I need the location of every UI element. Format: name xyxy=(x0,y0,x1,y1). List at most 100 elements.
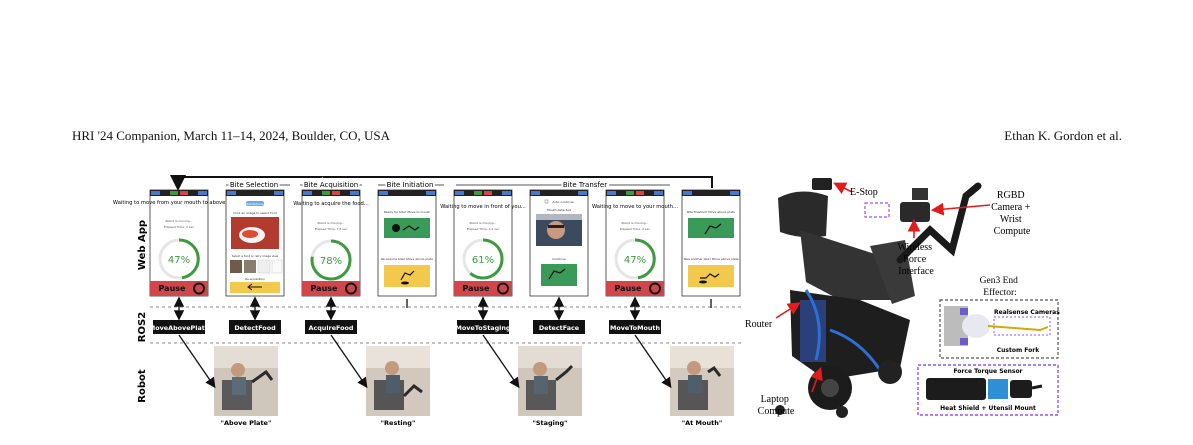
svg-text:Waiting to move from your mout: Waiting to move from your mouth to above… xyxy=(113,200,245,206)
pause-button[interactable] xyxy=(606,281,664,296)
select-prompt: Click an image to select food xyxy=(233,211,277,215)
status-message: Waiting to acquire the food... xyxy=(293,201,369,207)
pause-button[interactable] xyxy=(302,281,360,296)
ready-button-label: Ready/Done xyxy=(247,202,264,206)
status-sub1: Robot is moving... xyxy=(317,221,344,225)
camera-label-line3: Wrist xyxy=(1000,214,1022,225)
continue-label: Continue xyxy=(552,257,566,261)
plate-icon xyxy=(699,280,707,284)
ros-node-label: MoveAbovePlate xyxy=(149,324,210,332)
ros-node-box xyxy=(305,320,357,334)
row-label-ros: ROS2 xyxy=(137,312,148,342)
continue-button[interactable] xyxy=(541,264,577,286)
pause-label: Pause xyxy=(615,284,643,293)
laptop-label: Laptop Compute xyxy=(758,394,795,417)
ros-node-box xyxy=(457,320,509,334)
fork-icon xyxy=(247,283,262,291)
robot-label-1: "Above Plate" xyxy=(221,419,272,427)
gen3-label: Gen3 End Effector: xyxy=(980,276,1021,298)
pause-button[interactable] xyxy=(454,281,512,296)
status-sub1: Robot is moving... xyxy=(469,221,496,225)
status-message: Waiting to move to your mouth... xyxy=(592,204,678,210)
screen-2: Ready/Done Click an image to select food… xyxy=(225,189,285,297)
router-label: Router xyxy=(745,319,773,330)
progress-percent: 47% xyxy=(168,255,190,266)
phase-label-initiation: Bite Initiation xyxy=(387,181,434,189)
ros-node-label: AcquireFood xyxy=(309,324,354,332)
ftsensor-label: Force Torque Sensor xyxy=(953,368,1022,375)
status-sub2: Elapsed Time: 2 sec xyxy=(620,227,650,231)
phase-label-selection: Bite Selection xyxy=(230,181,278,189)
running-header-right: Ethan K. Gordon et al. xyxy=(1004,128,1122,143)
pause-icon xyxy=(345,282,357,295)
estop-arrow xyxy=(833,182,853,195)
ros-node-label: DetectFood xyxy=(234,324,276,332)
status-sub2: Elapsed Time: 7.8 sec xyxy=(315,227,348,231)
screen-8: Bite finished? Move above plate Take ano… xyxy=(681,189,741,297)
wireless-highlight-box xyxy=(864,202,890,218)
fork-label: Custom Fork xyxy=(997,347,1041,354)
another-bite-question: Take another bite? Move above plate xyxy=(682,257,738,261)
auto-continue-label: Auto-continue xyxy=(552,200,573,204)
loop-arrow xyxy=(170,175,713,191)
pause-label: Pause xyxy=(311,284,339,293)
camera-label-line1: RGBD xyxy=(997,190,1025,201)
flow-connectors xyxy=(173,296,712,389)
status-message: Waiting to move in front of you... xyxy=(440,204,526,210)
plate-icon xyxy=(401,281,409,285)
camera-label-line4: Compute xyxy=(994,226,1031,237)
screen-5: Waiting to move in front of you... Robot… xyxy=(440,189,526,297)
face-detect-label: Mouth detected xyxy=(547,208,571,212)
screen-4: Ready for bite? Move to mouth Re-acquire… xyxy=(377,189,437,297)
robot-photo-4 xyxy=(670,346,734,416)
progress-percent: 78% xyxy=(320,256,342,267)
row-label-robot: Robot xyxy=(137,369,148,403)
robot-photo-2 xyxy=(366,346,430,416)
running-header-left: HRI '24 Companion, March 11–14, 2024, Bo… xyxy=(72,128,391,143)
force-torque-inset: Force Torque Sensor Heat Shield + Utensi… xyxy=(917,364,1059,416)
robot-arm-icon xyxy=(400,270,415,281)
food-thumb[interactable] xyxy=(230,260,242,273)
router-arrow xyxy=(775,302,801,319)
robot-arm-icon xyxy=(704,223,722,235)
robot-label-4: "At Mouth" xyxy=(682,419,722,427)
robot-label-2: "Resting" xyxy=(381,419,416,427)
pause-button[interactable] xyxy=(150,281,208,296)
status-sub2: Elapsed Time: 2 sec xyxy=(164,225,194,229)
auto-continue-checkbox[interactable] xyxy=(544,199,549,204)
status-sub2: Elapsed Time: 4.2 sec xyxy=(467,227,500,231)
camera-label-line2: Camera + xyxy=(991,202,1031,213)
estop-label: E-Stop xyxy=(850,187,878,198)
heatshield-label: Heat Shield + Utensil Mount xyxy=(940,405,1036,412)
status-message: Waiting to move from your mouth to above… xyxy=(113,200,245,206)
ready-question: Ready for bite? Move to mouth xyxy=(384,210,430,214)
pause-icon xyxy=(497,282,509,295)
pause-label: Pause xyxy=(463,284,491,293)
camera-arrow xyxy=(930,202,991,216)
robot-arm-icon xyxy=(700,273,720,279)
progress-percent: 61% xyxy=(472,255,494,266)
ready-button[interactable] xyxy=(246,201,264,206)
phase-label-acquisition: Bite Acquisition xyxy=(304,181,358,189)
ros-node-box xyxy=(609,320,661,334)
pause-icon xyxy=(193,282,205,295)
another-bite-button[interactable] xyxy=(688,265,734,287)
robot-label-3: "Staging" xyxy=(532,419,567,427)
food-thumb[interactable] xyxy=(271,259,283,274)
move-above-plate-button[interactable] xyxy=(384,265,430,287)
screen-6: Auto-continue Mouth detected Continue xyxy=(529,189,589,297)
reacquire-question: Re-acquire bite? Move above plate xyxy=(381,257,433,261)
screen-3: Waiting to acquire the food... Robot is … xyxy=(293,189,369,297)
ros-node-box xyxy=(153,320,205,334)
finished-question: Bite finished? Move above plate xyxy=(687,210,735,214)
robot-arm-icon xyxy=(402,225,420,231)
food-thumb[interactable] xyxy=(257,259,271,274)
row-label-web: Web App xyxy=(137,220,148,270)
robot-arm-icon xyxy=(548,268,566,280)
screen-7: Waiting to move to your mouth... Robot i… xyxy=(592,189,678,297)
finished-button[interactable] xyxy=(688,218,734,238)
ros-node-label: MoveToMouth xyxy=(610,324,661,332)
pause-icon xyxy=(649,282,661,295)
food-thumb[interactable] xyxy=(244,260,256,273)
